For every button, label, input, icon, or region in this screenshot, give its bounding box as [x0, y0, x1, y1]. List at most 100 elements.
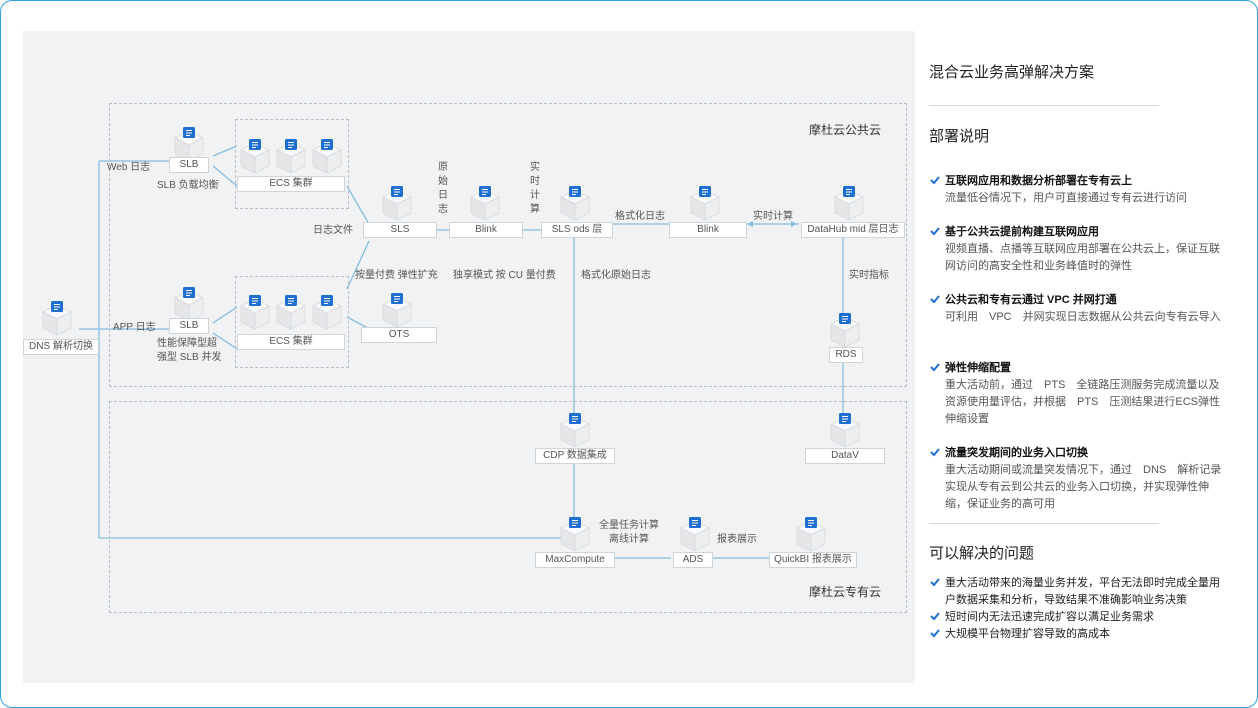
ecs-web-3-node — [312, 139, 342, 174]
ecs-app-3-node — [312, 295, 342, 330]
solution-panel: 混合云业务高弹解决方案 部署说明 互联网应用和数据分析部署在专有云上 流量低谷情… — [915, 31, 1241, 683]
cdp-icon — [569, 413, 581, 424]
deploy-item-head: 弹性伸缩配置 — [945, 362, 1011, 374]
deploy-item-head: 公共云和专有云通过 VPC 并网打通 — [945, 294, 1117, 306]
connector-lines — [79, 145, 846, 559]
server-icon — [321, 139, 333, 150]
check-icon — [930, 295, 940, 304]
slb-perf-label-2: 强型 SLB 并发 — [157, 352, 222, 363]
format-raw-log-label: 格式化原始日志 — [581, 270, 651, 281]
slb-app-label: SLB — [169, 318, 209, 334]
blink2-label: Blink — [669, 222, 747, 238]
rds-node — [830, 313, 860, 348]
rds-label: RDS — [829, 347, 863, 363]
check-icon — [930, 629, 940, 638]
server-icon — [249, 139, 261, 150]
ecs-app-label: ECS 集群 — [237, 334, 345, 350]
blink2-node — [690, 186, 720, 221]
diagram-canvas: 摩杜云公共云 摩杜云专有云 Web 日志 APP 日志 SLB 负载均衡 性能保… — [23, 31, 915, 683]
maxcompute-node — [560, 517, 590, 552]
deploy-item-head: 流量突发期间的业务入口切换 — [945, 447, 1088, 459]
deploy-item-body: 视频直播、点播等互联网应用部署在公共云上，保证互联网访问的高安全性和业务峰值时的… — [945, 243, 1220, 272]
dns-node — [42, 301, 72, 336]
network-icon — [183, 287, 195, 298]
server-icon — [285, 139, 297, 150]
datav-label: DataV — [805, 448, 885, 464]
sls-label: SLS — [363, 222, 437, 238]
deploy-item-body: 重大活动前，通过 PTS 全链路压测服务完成流量以及资源使用量评估，并根据 PT… — [945, 379, 1221, 425]
dns-icon — [51, 301, 63, 312]
quickbi-node — [796, 517, 826, 552]
problems-heading: 可以解决的问题 — [929, 545, 1035, 562]
slb-app-node — [174, 287, 204, 322]
deploy-item-head: 基于公共云提前构建互联网应用 — [945, 226, 1099, 238]
ecs-app-2-node — [276, 295, 306, 330]
ads-icon — [689, 517, 701, 528]
sls-node — [382, 186, 412, 221]
check-icon — [930, 448, 940, 457]
full-task-label-1: 全量任务计算 — [599, 520, 659, 531]
search-icon — [391, 186, 403, 197]
server-icon — [249, 295, 261, 306]
ecs-app-group — [235, 276, 349, 368]
dns-label: DNS 解析切换 — [23, 339, 99, 355]
slb-lb-label: SLB 负载均衡 — [157, 180, 219, 191]
slb-perf-label-1: 性能保障型超 — [157, 338, 217, 349]
datahub-icon — [843, 186, 855, 197]
maxcompute-label: MaxCompute — [535, 552, 615, 568]
deploy-item-body: 可利用 VPC 并网实现日志数据从公共云向专有云导入 — [945, 311, 1221, 323]
blink1-node — [470, 186, 500, 221]
report-show-label: 报表展示 — [717, 534, 757, 545]
ecs-web-group — [235, 119, 349, 209]
chart-icon — [839, 413, 851, 424]
check-icon — [930, 612, 940, 621]
format-log-label: 格式化日志 — [615, 211, 665, 222]
realtime-calc-label: 实时计算 — [753, 211, 793, 222]
private-cloud-region — [109, 401, 907, 613]
deploy-item-head: 互联网应用和数据分析部署在专有云上 — [945, 175, 1132, 187]
server-icon — [321, 295, 333, 306]
quickbi-label: QuickBI 报表展示 — [769, 552, 857, 568]
compute-icon — [569, 517, 581, 528]
datahub-label: DataHub mid 层日志 — [801, 222, 905, 238]
deploy-heading: 部署说明 — [929, 128, 990, 145]
database-icon — [839, 313, 851, 324]
deploy-item-body: 重大活动期间或流量突发情况下，通过 DNS 解析记录实现从专有云到公共云的业务入… — [945, 464, 1222, 510]
check-icon — [930, 578, 940, 587]
sls-ods-label: SLS ods 层 — [541, 222, 613, 238]
app-log-label: APP 日志 — [113, 322, 156, 333]
panel-title: 混合云业务高弹解决方案 — [929, 64, 1095, 81]
ads-node — [680, 517, 710, 552]
raw-log-label: 原始日志 — [438, 162, 448, 215]
full-task-label-2: 离线计算 — [609, 534, 649, 545]
problems-list: 重大活动带来的海量业务并发，平台无法即时完成全量用户数据采集和分析，导致结果不准… — [929, 575, 1229, 643]
blink-icon — [479, 186, 491, 197]
check-icon — [930, 176, 940, 185]
problem-item: 短时间内无法迅速完成扩容以满足业务需求 — [929, 609, 1229, 626]
realtime-metric-label: 实时指标 — [849, 270, 889, 281]
ads-label: ADS — [673, 552, 713, 568]
cdp-node — [560, 413, 590, 448]
sls-ods-node — [560, 186, 590, 221]
exclusive-mode-label: 独享模式 按 CU 量付费 — [453, 270, 556, 281]
private-cloud-label: 摩杜云专有云 — [809, 585, 882, 599]
deploy-item: 流量突发期间的业务入口切换 重大活动期间或流量突发情况下，通过 DNS 解析记录… — [929, 445, 1229, 513]
problem-item: 大规模平台物理扩容导致的高成本 — [929, 626, 1229, 643]
public-cloud-region — [109, 103, 907, 387]
datahub-node — [834, 186, 864, 221]
deploy-item: 弹性伸缩配置 重大活动前，通过 PTS 全链路压测服务完成流量以及资源使用量评估… — [929, 360, 1229, 428]
title-divider — [929, 105, 1159, 106]
check-icon — [930, 227, 940, 236]
realtime-calc-vertical-label: 实时计算 — [530, 162, 540, 215]
problems-divider — [929, 523, 1159, 524]
cdp-label: CDP 数据集成 — [535, 448, 615, 464]
report-icon — [805, 517, 817, 528]
public-cloud-label: 摩杜云公共云 — [809, 123, 882, 137]
web-log-label: Web 日志 — [107, 162, 151, 173]
log-file-label: 日志文件 — [313, 225, 353, 236]
search-icon — [569, 186, 581, 197]
ecs-app-1-node — [240, 295, 270, 330]
slb-web-node — [174, 127, 204, 162]
ots-icon — [391, 293, 403, 304]
